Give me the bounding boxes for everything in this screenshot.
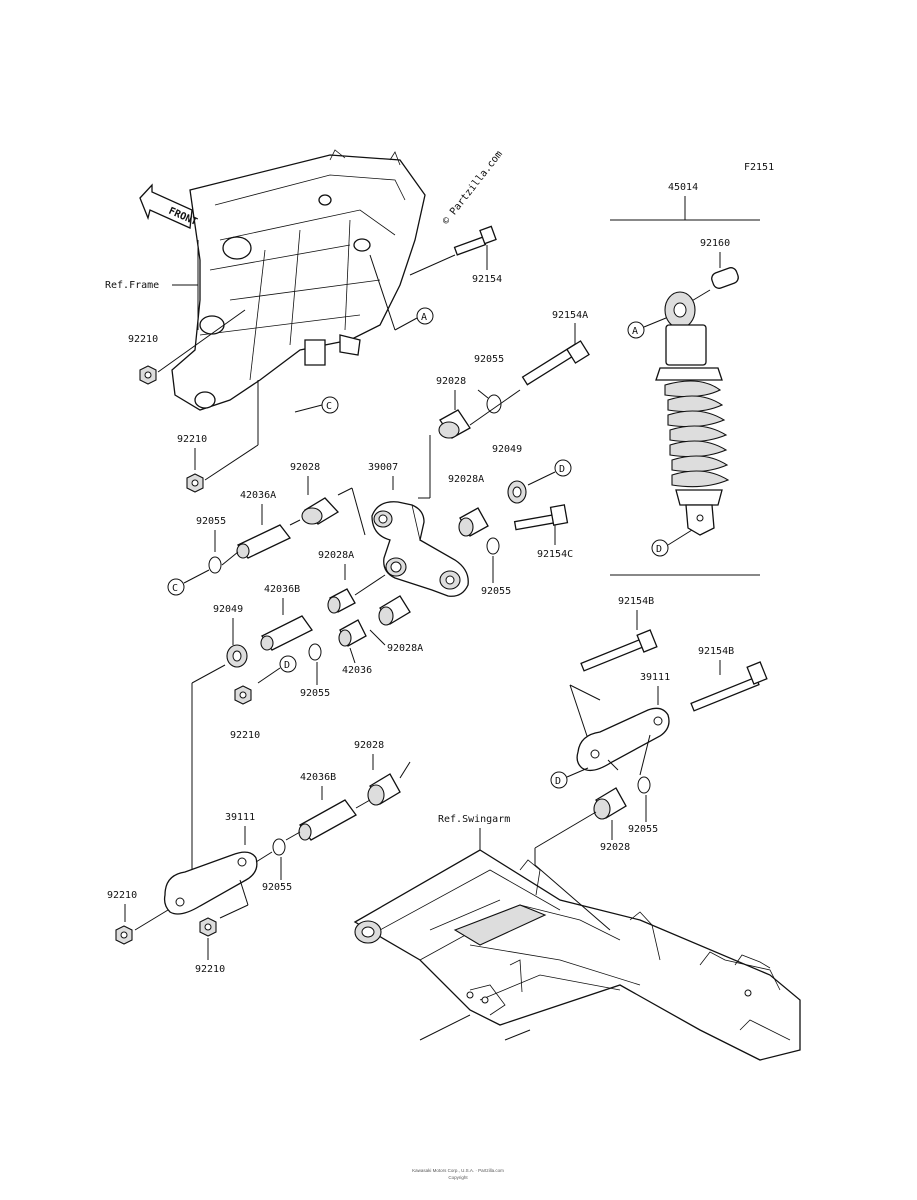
diagram-code: F2151 (744, 162, 774, 173)
oring-92055-top-icon (486, 394, 502, 414)
bushing-92028-rlow-icon (593, 787, 627, 820)
tie-rod-39111-right-icon (576, 707, 670, 772)
part-92210-frame-label: 92210 (128, 334, 158, 345)
shock-absorber-icon (655, 291, 730, 536)
nut-icon (186, 473, 204, 493)
part-92055-left-label: 92055 (196, 516, 226, 527)
bolt-92154b-2-icon (690, 661, 768, 712)
callout-a-frame: A (421, 312, 427, 323)
part-92210-mid-label: 92210 (230, 730, 260, 741)
part-92154b-2-label: 92154B (698, 646, 734, 657)
callout-a-shock: A (632, 326, 638, 337)
callout-d-right: D (555, 776, 561, 787)
part-92210-top-label: 92210 (177, 434, 207, 445)
bushing-92028-low-icon (367, 773, 401, 806)
bushing-92028a-2-icon (327, 588, 356, 614)
part-92055-low-label: 92055 (262, 882, 292, 893)
part-45014-label: 45014 (668, 182, 698, 193)
part-92028-low-label: 92028 (354, 740, 384, 751)
part-92055-right-label: 92055 (481, 586, 511, 597)
callout-d-mid: D (284, 660, 290, 671)
oring-92055-rlow-icon (637, 776, 651, 794)
part-92154c-label: 92154C (537, 549, 573, 560)
part-92028-rlow-label: 92028 (600, 842, 630, 853)
oring-92055-mid-icon (308, 643, 322, 661)
part-39111-right-label: 39111 (640, 672, 670, 683)
washer-92049-icon (507, 480, 527, 504)
part-92154a-label: 92154A (552, 310, 588, 321)
part-92049-left-label: 92049 (213, 604, 243, 615)
part-39111-left-label: 39111 (225, 812, 255, 823)
callout-d-shock: D (656, 544, 662, 555)
bushing-92028a-1-icon (458, 507, 489, 537)
part-92055-mid-label: 92055 (300, 688, 330, 699)
part-92160-label: 92160 (700, 238, 730, 249)
part-92055-rlow-label: 92055 (628, 824, 658, 835)
part-92154b-1-label: 92154B (618, 596, 654, 607)
bolt-92154-icon (453, 225, 497, 256)
part-42036-label: 42036 (342, 665, 372, 676)
callout-c-link: C (172, 583, 178, 594)
callout-c-frame: C (326, 401, 332, 412)
footer-copyright-line2: Copyright (448, 1175, 468, 1180)
bushing-42036-icon (338, 619, 367, 647)
nut-icon (139, 365, 157, 385)
frame-drawing (171, 149, 426, 411)
bushing-92028a-3-icon (378, 595, 411, 626)
callout-d-link: D (559, 464, 565, 475)
part-39007-label: 39007 (368, 462, 398, 473)
sleeve-42036a-icon (236, 524, 292, 559)
sleeve-42036b-1-icon (260, 615, 313, 651)
oring-92055-left-icon (208, 556, 222, 574)
part-92028a-2-label: 92028A (318, 550, 354, 561)
part-92049-top-label: 92049 (492, 444, 522, 455)
oring-92055-low-icon (272, 838, 286, 856)
part-92055-top-label: 92055 (474, 354, 504, 365)
part-42036b-2-label: 42036B (300, 772, 336, 783)
part-42036b-1-label: 42036B (264, 584, 300, 595)
sleeve-42036b-2-icon (298, 799, 357, 841)
ref-frame-label: Ref.Frame (105, 280, 159, 291)
part-92210-lowleft-label: 92210 (107, 890, 137, 901)
watermark: © Partzilla.com (441, 149, 505, 227)
bolt-92154a-icon (521, 340, 590, 386)
nut-icon (199, 917, 217, 937)
part-92028a-3-label: 92028A (387, 643, 423, 654)
bushing-92160-icon (711, 267, 739, 289)
bushing-92028-top-icon (438, 409, 471, 439)
part-92028a-1-label: 92028A (448, 474, 484, 485)
bushing-92028-mid-icon (301, 497, 340, 525)
washer-92049-left-icon (226, 644, 248, 668)
tie-rod-39111-left-icon (163, 851, 258, 915)
part-42036a-label: 42036A (240, 490, 276, 501)
nut-icon (115, 925, 133, 945)
footer-copyright-line1: Kawasaki Motors Corp., U.S.A. · Partzill… (412, 1168, 504, 1173)
part-92210-lowmid-label: 92210 (195, 964, 225, 975)
part-92154-label: 92154 (472, 274, 502, 285)
link-39007-icon (371, 501, 469, 597)
bolt-92154c-icon (513, 504, 569, 531)
oring-92055-right-icon (486, 537, 500, 555)
swingarm-drawing (353, 849, 801, 1061)
part-92028-mid-label: 92028 (290, 462, 320, 473)
ref-swingarm-label: Ref.Swingarm (438, 814, 510, 825)
part-92028-top-label: 92028 (436, 376, 466, 387)
bolt-92154b-1-icon (580, 629, 658, 672)
nut-icon (234, 685, 252, 705)
